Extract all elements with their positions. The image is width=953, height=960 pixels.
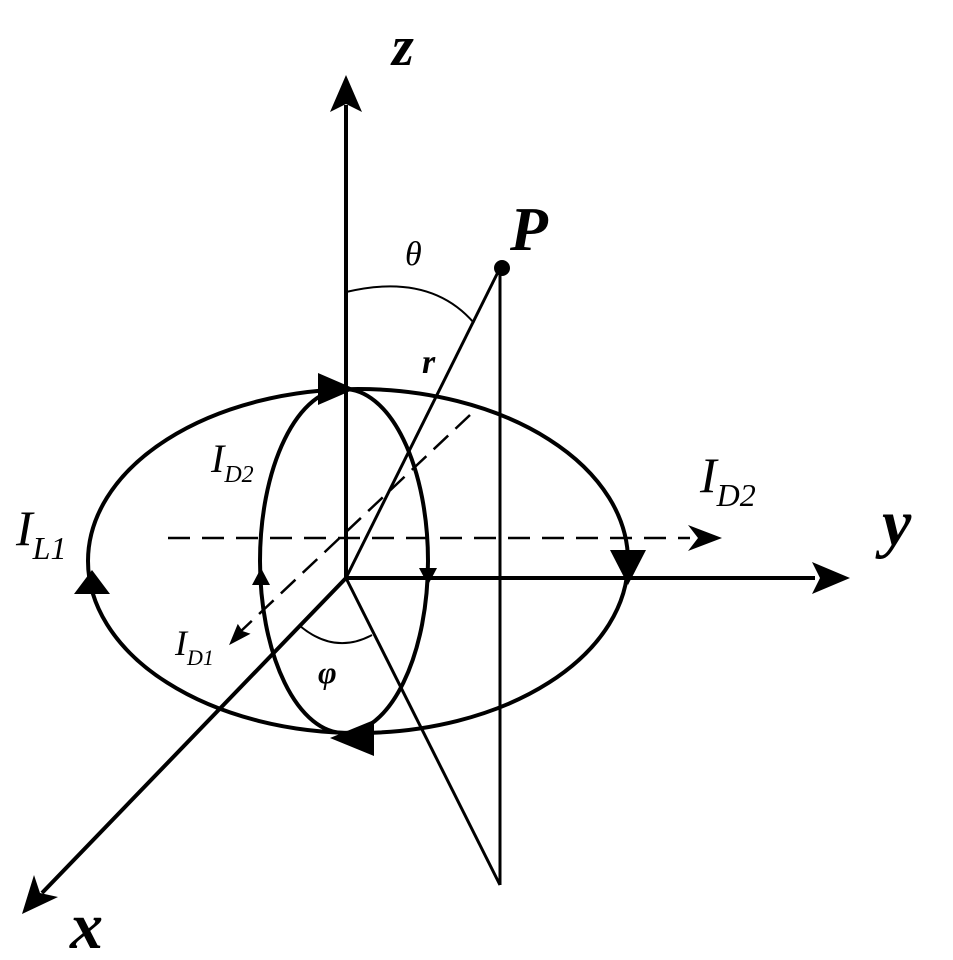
vertical-loop-current-label: ID2 — [210, 436, 254, 488]
vertical-loop-arrow-right — [419, 568, 437, 585]
dipole-y-current-label: ID2 — [699, 447, 756, 513]
point-p-label: P — [509, 196, 549, 264]
dipole-x-line — [229, 414, 471, 646]
loop-arrow-left — [74, 570, 110, 594]
horizontal-loop — [86, 387, 630, 735]
phi-arc — [299, 625, 373, 645]
x-axis-label: x — [69, 890, 103, 960]
theta-label: θ — [405, 236, 422, 273]
dipole-y-line — [168, 525, 722, 551]
radius-label: r — [422, 344, 436, 381]
loop-arrow-top — [318, 373, 355, 405]
loop-current-label: IL1 — [15, 500, 66, 566]
dipole-x-current-label: ID1 — [174, 623, 214, 670]
radius-line — [344, 267, 502, 579]
loop-arrow-bottom — [330, 720, 374, 756]
phi-label: φ — [318, 654, 337, 690]
y-axis-label: y — [875, 487, 912, 560]
x-axis — [22, 576, 348, 914]
projection-diagonal — [344, 577, 502, 886]
point-p-dot — [494, 260, 510, 276]
loop-arrow-right — [610, 550, 646, 585]
vertical-loop-arrow-left — [252, 568, 270, 585]
y-axis — [346, 562, 850, 594]
theta-arc — [345, 285, 475, 324]
z-axis — [330, 75, 362, 578]
z-axis-label: z — [390, 16, 414, 78]
